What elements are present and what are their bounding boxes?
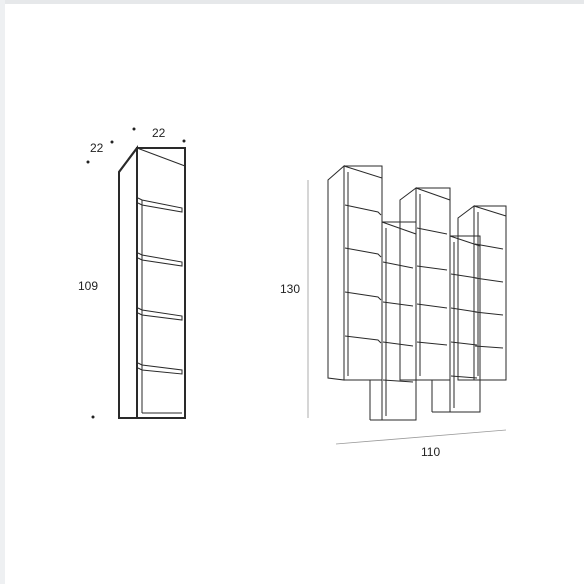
composition-column-4	[431, 235, 481, 413]
unit-depth-label: 22	[90, 141, 104, 155]
composition-width-line	[335, 429, 507, 445]
unit-shelves	[137, 197, 183, 413]
composition-column-1	[327, 164, 383, 381]
unit-width-label: 22	[152, 126, 166, 140]
window-left-border	[0, 0, 5, 584]
composition-column-3	[399, 187, 451, 381]
composition-height-label: 130	[280, 282, 300, 296]
unit-height-label: 109	[78, 279, 98, 293]
composition-column-2	[369, 221, 417, 421]
window-top-border	[0, 0, 584, 4]
shelf-composition	[327, 164, 507, 421]
unit-front-frame	[136, 147, 186, 419]
composition-width-label: 110	[421, 445, 440, 459]
unit-top-edge	[136, 147, 186, 167]
composition-dimension-lines	[307, 180, 507, 445]
unit-side-panel	[118, 145, 138, 419]
unit-dimension-markers	[86, 127, 186, 419]
composition-column-5	[457, 205, 507, 381]
single-shelf-unit	[118, 145, 186, 419]
